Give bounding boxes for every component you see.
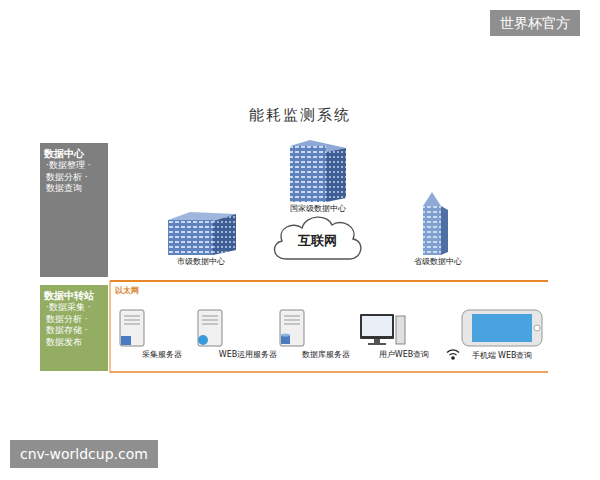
caption-text: WEB运用服务器 (219, 350, 277, 360)
layer-band: 数据中心·数据整理 ·数据分析 ·数据查询 (40, 143, 108, 277)
caption-text: 国家级数据中心 (290, 204, 346, 214)
city-building (168, 212, 236, 255)
collection-server (120, 310, 144, 346)
cloud-label: 互联网 (298, 232, 337, 250)
internet-cloud: 互联网 (268, 210, 366, 266)
band-items: ·数据整理 ·数据分析 ·数据查询 (44, 160, 104, 195)
ethernet-bus-line (110, 371, 548, 373)
device-label: 手机端 WEB查询 (471, 351, 534, 361)
bus-side-line (110, 281, 111, 372)
device-label: WEB运用服务器 (218, 350, 278, 360)
caption-text: 采集服务器 (142, 350, 182, 360)
band-heading: 数据中心 (44, 147, 104, 160)
national-building (290, 140, 346, 202)
building-label: 国家级数据中心 (289, 204, 347, 214)
building-label: 市级数据中心 (176, 257, 226, 267)
upper-bus-line (110, 280, 548, 282)
mobile-phone (462, 310, 542, 346)
cloud-shape (275, 217, 361, 259)
caption-text: 用户WEB查询 (379, 350, 429, 360)
wifi-symbol (447, 350, 459, 359)
province-tower (423, 192, 448, 255)
web-server (198, 310, 222, 346)
device-label: 用户WEB查询 (378, 350, 430, 360)
caption-text: 市级数据中心 (177, 257, 225, 267)
building-label: 省级数据中心 (413, 257, 463, 267)
diagram-title: 能耗监测系统 (0, 106, 600, 125)
caption-text: 省级数据中心 (414, 257, 462, 267)
band-items: ·数据采集 ·数据分析 ·数据存储 ·数据发布 (44, 302, 104, 349)
database-server (280, 310, 304, 346)
band-heading: 数据中转站 (44, 289, 104, 302)
device-label: 数据库服务器 (301, 350, 351, 360)
caption-text: 手机端 WEB查询 (472, 351, 533, 361)
watermark: 世界杯官方 (490, 10, 580, 36)
user-computer (360, 314, 405, 345)
network-name: 以太网 (114, 286, 140, 296)
layer-band: 数据中转站·数据采集 ·数据分析 ·数据存储 ·数据发布 (40, 285, 108, 371)
device-label: 采集服务器 (141, 350, 183, 360)
watermark: cnv-worldcup.com (10, 440, 158, 468)
caption-text: 数据库服务器 (302, 350, 350, 360)
